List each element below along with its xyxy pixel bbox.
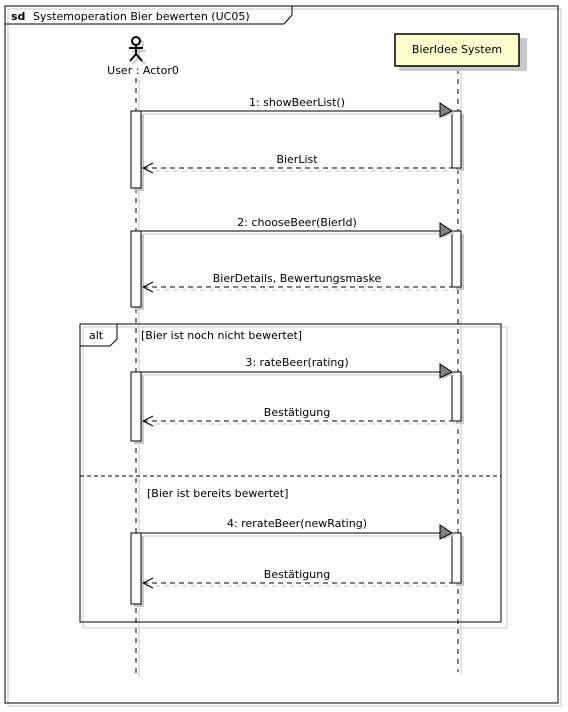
message-4-return: Bestätigung xyxy=(143,568,455,586)
actor-activation xyxy=(130,371,142,442)
sd-frame: sd Systemoperation Bier bewerten (UC05) xyxy=(4,5,562,707)
system-activation xyxy=(451,371,462,422)
message-1-return: BierList xyxy=(143,153,455,171)
activations xyxy=(130,110,464,607)
message-label: 3: rateBeer(rating) xyxy=(245,356,348,369)
message-label: 4: rerateBeer(newRating) xyxy=(227,517,367,530)
message-3-call: 3: rateBeer(rating) xyxy=(141,356,455,379)
frame-keyword: sd xyxy=(11,10,25,23)
frame-title: Systemoperation Bier bewerten (UC05) xyxy=(33,10,250,23)
actor-activation xyxy=(130,110,142,189)
alt-guard-2: [Bier ist bereits bewertet] xyxy=(147,487,288,500)
message-label: Bestätigung xyxy=(264,568,330,581)
alt-keyword: alt xyxy=(89,329,104,342)
arrow-head xyxy=(439,524,453,540)
alt-fragment: alt [Bier ist noch nicht bewertet] [Bier… xyxy=(79,323,508,629)
message-1-call: 1: showBeerList() xyxy=(141,96,455,118)
system-participant: BierIdee System xyxy=(394,33,527,71)
message-label: BierDetails, Bewertungsmaske xyxy=(213,272,382,285)
alt-guard-1: [Bier ist noch nicht bewertet] xyxy=(141,329,302,342)
message-2-call: 2: chooseBeer(BierId) xyxy=(141,216,455,238)
arrow-head xyxy=(439,222,453,238)
arrow-head xyxy=(439,102,453,118)
message-label: BierList xyxy=(276,153,318,166)
system-activation xyxy=(451,110,462,169)
actor-activation xyxy=(130,230,142,308)
arrow-head xyxy=(439,363,453,379)
message-2-return: BierDetails, Bewertungsmaske xyxy=(143,272,455,290)
message-label: Bestätigung xyxy=(264,406,330,419)
actor-activation xyxy=(130,532,142,605)
actor-label: User : Actor0 xyxy=(107,64,179,77)
actor-icon xyxy=(129,36,146,65)
system-label: BierIdee System xyxy=(412,43,502,56)
message-label: 2: chooseBeer(BierId) xyxy=(237,216,357,229)
system-activation xyxy=(451,532,462,584)
system-activation xyxy=(451,230,462,288)
message-label: 1: showBeerList() xyxy=(249,96,345,109)
message-4-call: 4: rerateBeer(newRating) xyxy=(141,517,455,540)
message-3-return: Bestätigung xyxy=(143,406,455,424)
